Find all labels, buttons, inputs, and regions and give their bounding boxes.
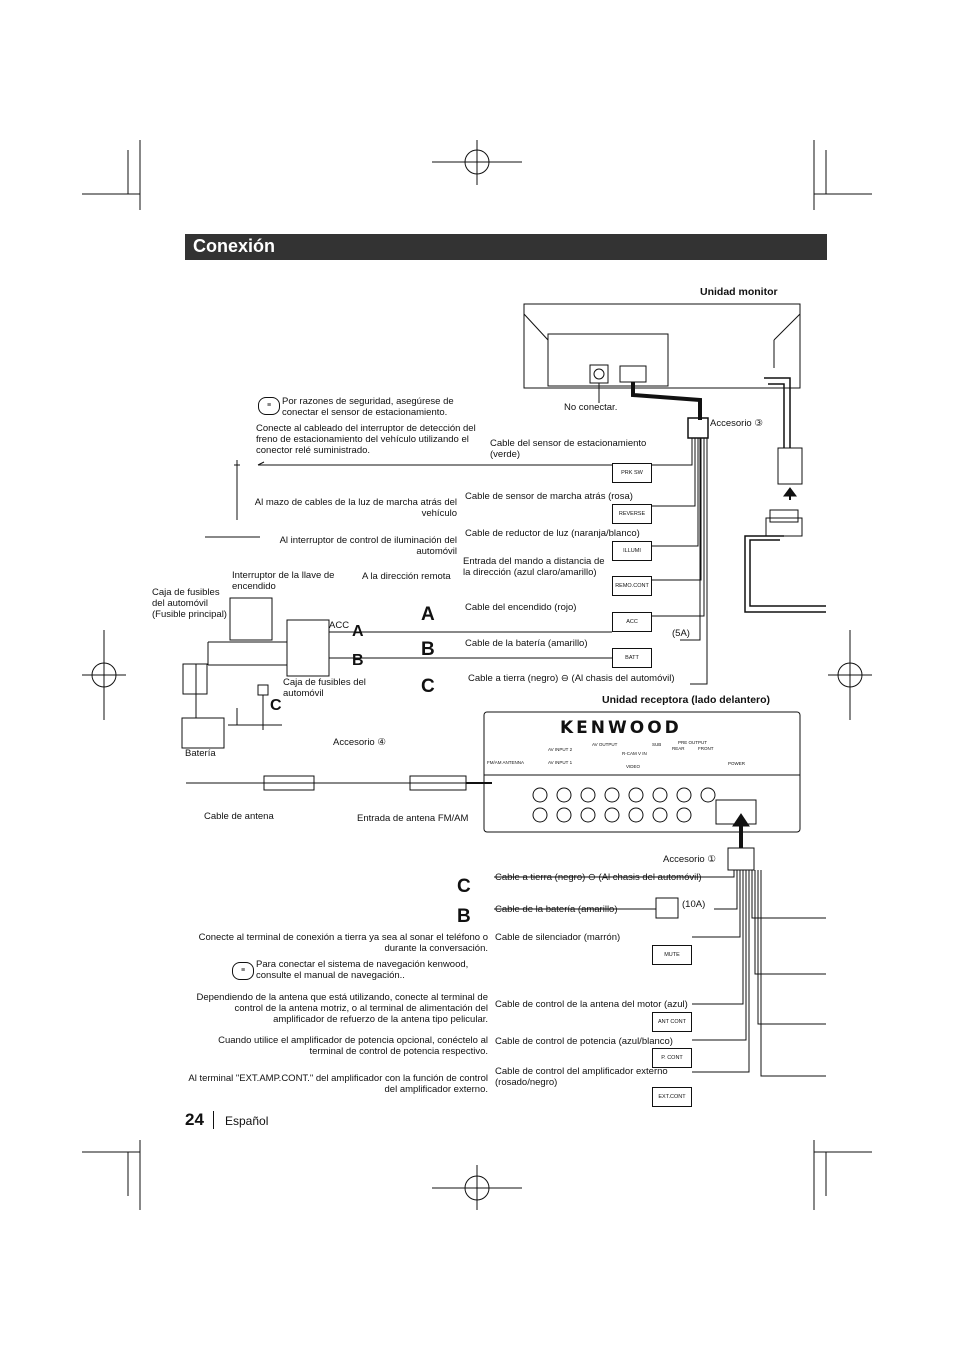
port-pre-out: PRE OUTPUT [678, 740, 708, 745]
ant-cable-label: Cable de control de la antena del motor … [495, 999, 688, 1010]
ext-note: Al terminal "EXT.AMP.CONT." del amplific… [188, 1073, 488, 1095]
illumi-cable-label: Cable de reductor de luz (naranja/blanco… [465, 528, 640, 539]
ext-cable-label: Cable de control del amplificador extern… [495, 1066, 668, 1088]
marker-b-bottom: B [457, 906, 471, 927]
language-label: Español [225, 1114, 269, 1128]
battery-cable-bottom-label: Cable de la batería (amarillo) [495, 904, 618, 915]
accessory1-label: Accesorio ① [663, 854, 716, 865]
remo-cont-tag: REMO.CONT [612, 576, 652, 596]
accessory3-label: Accesorio ③ [710, 418, 763, 429]
ignition-switch-label: Interruptor de la llave de encendido [232, 570, 335, 592]
illumi-tag: ILLUMI [612, 541, 652, 561]
monitor-unit-label: Unidad monitor [700, 286, 778, 298]
battery-label: Batería [185, 748, 216, 759]
power-note: Cuando utilice el amplificador de potenc… [218, 1035, 488, 1057]
fuse-10a-label: (10A) [682, 899, 706, 910]
mute-cable-label: Cable de silenciador (marrón) [495, 932, 621, 943]
acc-tag: ACC [612, 612, 652, 632]
accessory4-label: Accesorio ④ [333, 737, 386, 748]
marker-a-right: A [421, 604, 435, 625]
marker-c-bottom: C [457, 876, 471, 897]
kenwood-logo: KENWOOD [560, 718, 682, 738]
marker-b-left: B [352, 652, 364, 669]
batt-tag: BATT [612, 648, 652, 668]
nav-note: Para conectar el sistema de navegación k… [256, 959, 469, 981]
remote-note: A la dirección remota [362, 571, 451, 582]
reverse-tag: REVERSE [612, 504, 652, 524]
section-title-bar: Conexión [185, 234, 827, 260]
fuse-box-label: Caja de fusibles del automóvil [283, 677, 366, 699]
port-video: VIDEO [626, 764, 641, 769]
reverse-cable-label: Cable de sensor de marcha atrás (rosa) [465, 491, 633, 502]
port-front: FRONT [698, 746, 714, 751]
ground-cable-top-label: Cable a tierra (negro) ⊖ (Al chasis del … [468, 673, 675, 684]
port-rcam: R-CAM V IN [622, 751, 647, 756]
pcont-cable-label: Cable de control de potencia (azul/blanc… [495, 1036, 673, 1047]
brake-note: Conecte al cableado del interruptor de d… [256, 423, 476, 456]
mute-note: Conecte al terminal de conexión a tierra… [198, 932, 488, 954]
marker-b-right: B [421, 639, 435, 660]
antenna-note: Dependiendo de la antena que está utiliz… [196, 992, 488, 1025]
antenna-cable-label: Cable de antena [204, 811, 274, 822]
acc-cable-label: Cable del encendido (rojo) [465, 602, 577, 613]
marker-c-left: C [270, 697, 282, 714]
port-power: POWER [728, 761, 746, 766]
ant-cont-tag: ANT CONT [652, 1012, 692, 1032]
safety-note: Por razones de seguridad, asegúrese de c… [282, 396, 454, 418]
port-rear: REAR [672, 746, 685, 751]
page-title: Conexión [193, 236, 276, 256]
acc-label: ACC [329, 620, 350, 631]
mute-tag: MUTE [652, 945, 692, 965]
ext-cont-tag: EXT.CONT [652, 1087, 692, 1107]
port-av-input1: AV INPUT 1 [548, 760, 573, 765]
marker-a-left: A [352, 623, 364, 640]
note-icon: ≡ [258, 397, 280, 415]
fm-am-input-label: Entrada de antena FM/AM [357, 813, 469, 824]
port-av-output: AV OUTPUT [592, 742, 618, 747]
reverse-note: Al mazo de cables de la luz de marcha at… [254, 497, 457, 519]
port-fm-am: FM/AM ANTENNA [487, 760, 525, 765]
port-sub: SUB [652, 742, 662, 747]
remote-cable-label: Entrada del mando a distancia de la dire… [463, 556, 605, 578]
prk-sw-tag: PRK SW [612, 463, 652, 483]
p-cont-tag: P. CONT [652, 1048, 692, 1068]
marker-c-right: C [421, 676, 435, 697]
footer-divider [213, 1111, 214, 1129]
page-number: 24 [185, 1110, 204, 1129]
parking-cable-label: Cable del sensor de estacionamiento (ver… [490, 438, 647, 460]
port-av-input2: AV INPUT 2 [548, 747, 573, 752]
nav-note-icon: ≡ [232, 962, 254, 980]
ground-cable-bottom-label: Cable a tierra (negro) ⊖ (Al chasis del … [495, 872, 702, 883]
fuse-box-main-label: Caja de fusibles del automóvil (Fusible … [152, 587, 227, 620]
no-connect-label: No conectar. [564, 402, 618, 413]
illumi-note: Al interruptor de control de iluminación… [279, 535, 457, 557]
receiver-unit-label: Unidad receptora (lado delantero) [602, 694, 771, 706]
fuse-5a-label: (5A) [672, 628, 690, 639]
battery-cable-top-label: Cable de la batería (amarillo) [465, 638, 588, 649]
